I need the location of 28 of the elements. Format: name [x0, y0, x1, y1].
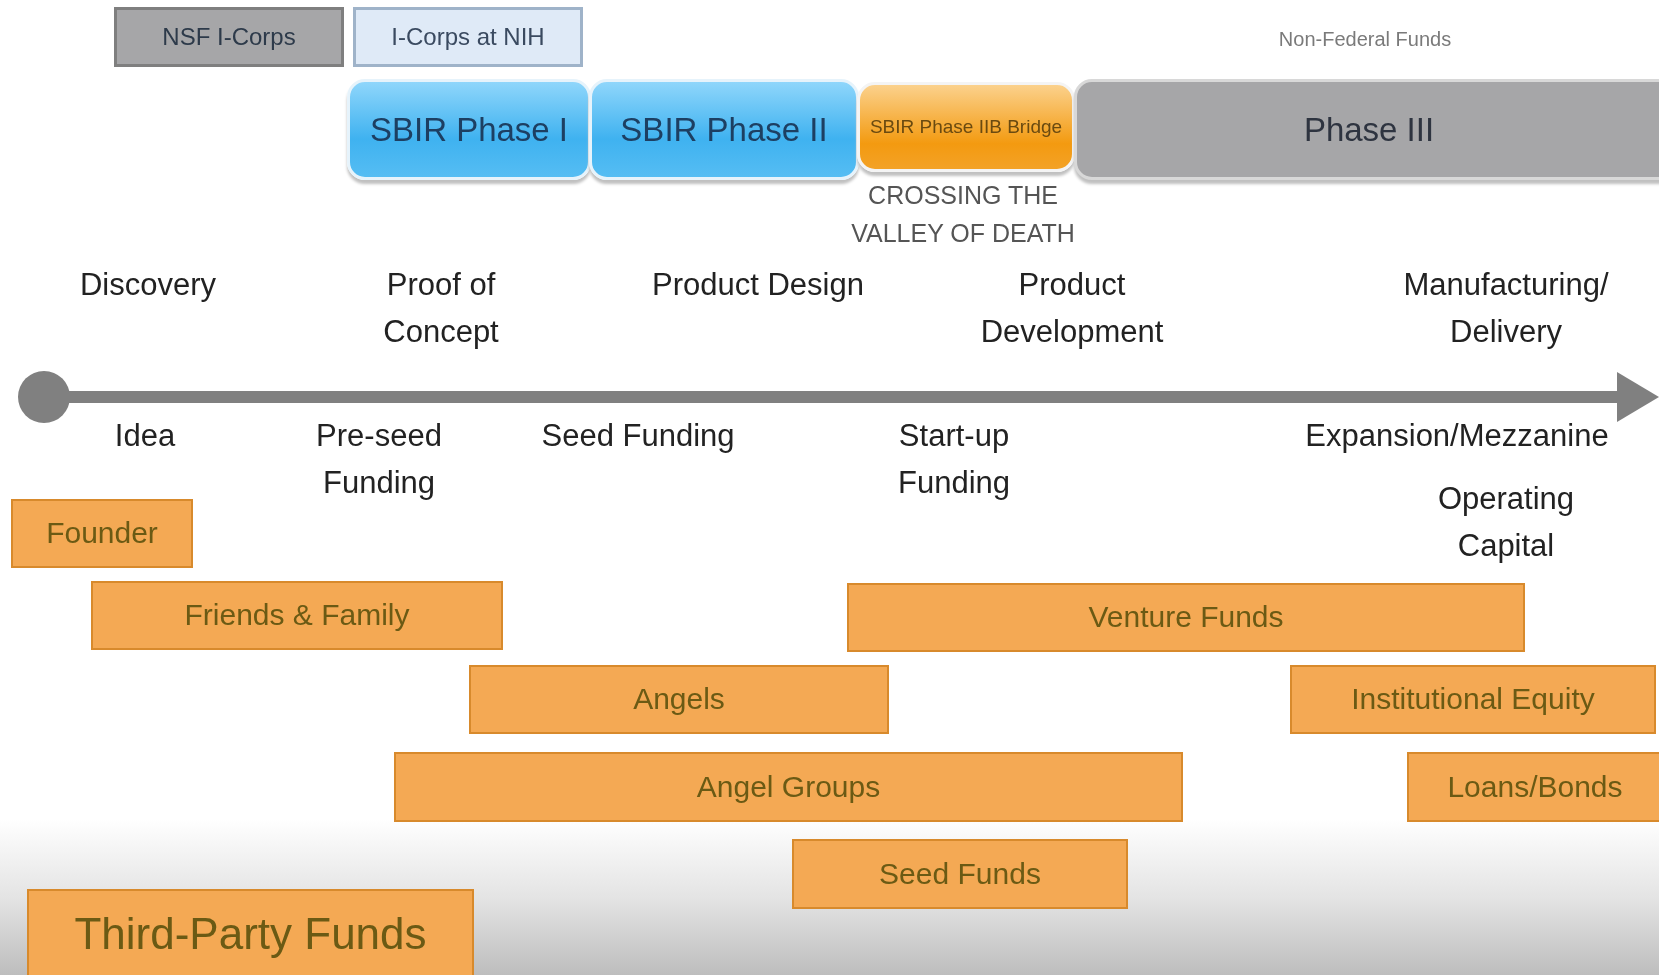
funding-box: Founder [11, 499, 193, 568]
phase-box: SBIR Phase I [347, 79, 591, 180]
stage-label: Product Design [651, 266, 865, 304]
funding-box: Loans/Bonds [1407, 752, 1659, 822]
funding-box: Third-Party Funds [27, 889, 474, 975]
stage-label: Idea [113, 417, 177, 455]
funding-box: Seed Funds [792, 839, 1128, 909]
phase-box: SBIR Phase II [589, 79, 859, 180]
program-box: NSF I-Corps [114, 7, 344, 67]
program-box: I-Corps at NIH [353, 7, 583, 67]
stage-label: Expansion/Mezzanine [1304, 417, 1610, 455]
stage-label: Seed Funding [540, 417, 736, 455]
stage-label: Non-Federal Funds [1277, 27, 1453, 52]
stage-label: CROSSING THE VALLEY OF DEATH [850, 180, 1076, 249]
phase-box: Phase III [1074, 79, 1659, 180]
phase-box: SBIR Phase IIB Bridge [857, 82, 1075, 172]
stage-label: Proof of Concept [382, 266, 500, 351]
stage-label: Discovery [78, 266, 218, 304]
stage-label: Operating Capital [1436, 480, 1576, 565]
stage-label: Pre-seed Funding [315, 417, 443, 502]
funding-box: Institutional Equity [1290, 665, 1656, 734]
stage-label: Start-up Funding [897, 417, 1011, 502]
funding-box: Angel Groups [394, 752, 1183, 822]
stage-label: Product Development [979, 266, 1165, 351]
funding-box: Angels [469, 665, 889, 734]
funding-box: Friends & Family [91, 581, 503, 650]
funding-box: Venture Funds [847, 583, 1525, 652]
stage-label: Manufacturing/ Delivery [1402, 266, 1610, 351]
